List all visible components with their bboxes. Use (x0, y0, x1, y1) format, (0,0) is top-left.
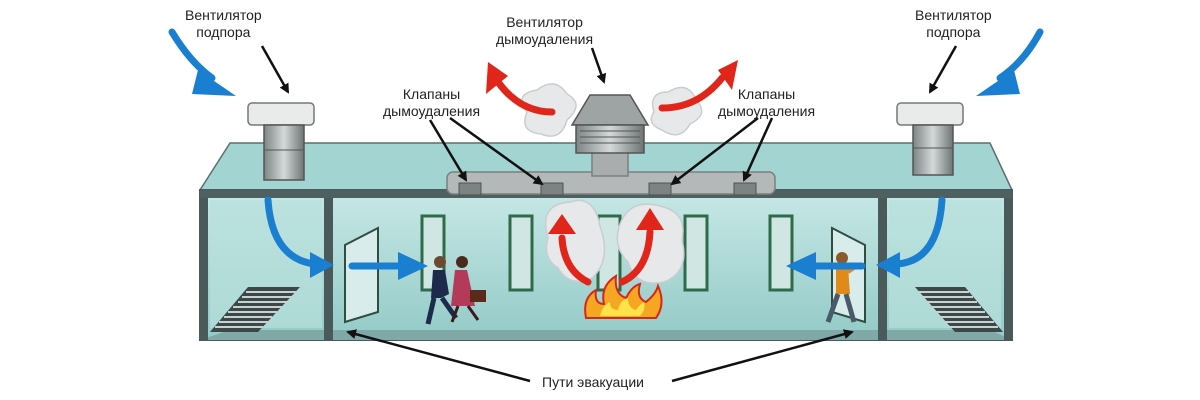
label-line: Пути эвакуации (542, 374, 644, 390)
smoke-valve-icon (648, 182, 672, 196)
label-line: Клапаны (737, 86, 796, 102)
label-line: Вентилятор (185, 7, 262, 23)
label-line: Вентилятор (506, 14, 583, 30)
pointer-arrows (260, 45, 958, 383)
smoke-arrowheads (486, 60, 738, 234)
door-icon (683, 214, 709, 292)
door-icon (768, 214, 794, 292)
roof-fan-icon (570, 94, 650, 154)
floor-grille-icon (210, 287, 300, 332)
floor (200, 330, 1012, 340)
label-smoke-valves-right: Клапаны дымоудаления (718, 86, 815, 120)
smoke-valve-icon (540, 182, 564, 196)
label-line: подпора (926, 24, 981, 40)
label-line: дымоудаления (383, 103, 481, 119)
supply-fan-icon (896, 102, 964, 176)
running-person-icon (450, 256, 486, 323)
label-line: дымоудаления (718, 103, 816, 119)
floor-grille-icon (915, 287, 1003, 332)
label-line: дымоудаления (496, 31, 594, 47)
supply-fan-icon (247, 102, 315, 181)
smoke-arrows (494, 74, 726, 286)
smoke-duct (446, 149, 776, 196)
label-supply-fan-right: Вентилятор подпора (915, 7, 992, 41)
smoke-valve-icon (458, 182, 482, 196)
fire-icon (584, 274, 663, 319)
door-icon (508, 214, 534, 292)
label-evacuation-routes: Пути эвакуации (542, 374, 644, 391)
label-line: Клапаны (402, 86, 461, 102)
label-smoke-valves-left: Клапаны дымоудаления (383, 86, 480, 120)
fresh-air-arrowheads (192, 70, 1020, 280)
label-smoke-fan: Вентилятор дымоудаления (496, 14, 593, 48)
smoke-valve-icon (733, 182, 757, 196)
smoke-cloud (521, 83, 703, 284)
label-line: Вентилятор (915, 7, 992, 23)
door-icon (344, 226, 379, 324)
label-line: подпора (196, 24, 251, 40)
label-supply-fan-left: Вентилятор подпора (185, 7, 262, 41)
fresh-air-arrows (168, 28, 1044, 270)
